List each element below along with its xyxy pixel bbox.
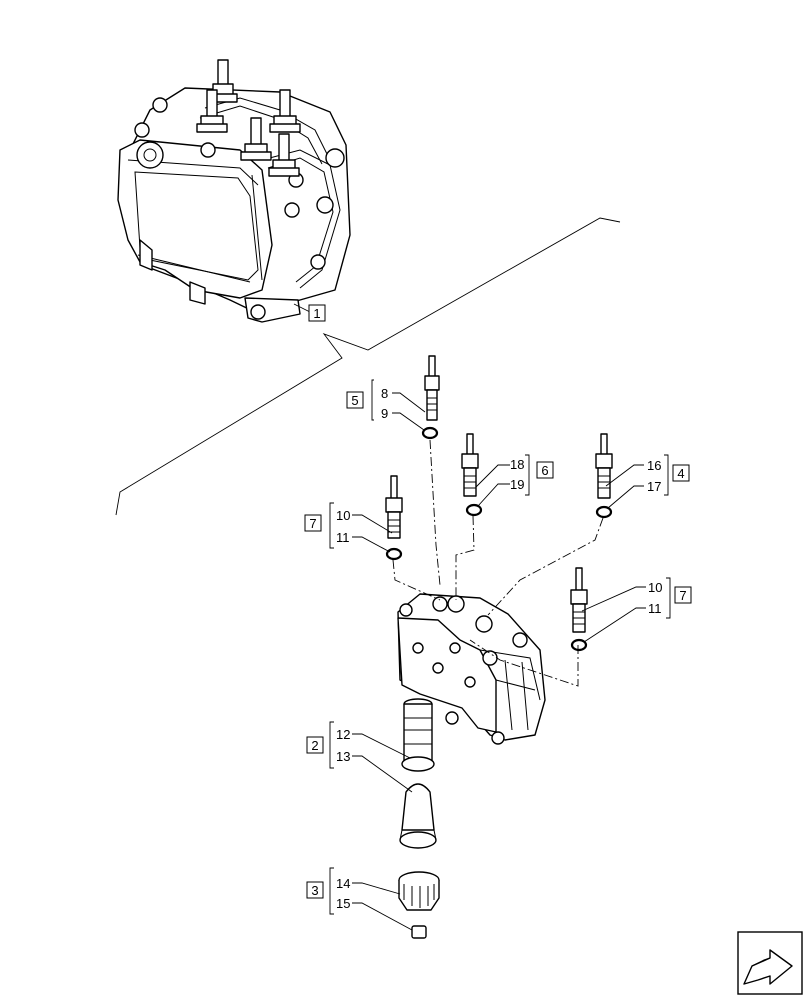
- item-label: 10: [336, 508, 350, 523]
- item-label: 19: [510, 477, 524, 492]
- group-box-label: 6: [541, 463, 548, 478]
- callout-group-2: 2 12 13: [306, 727, 350, 764]
- group-box-label: 2: [311, 738, 318, 753]
- item-label: 8: [381, 386, 388, 401]
- group-box-label: 7: [679, 588, 686, 603]
- section-break-line: [115, 217, 621, 516]
- item-label: 10: [648, 580, 662, 595]
- o-ring-9: [421, 426, 439, 440]
- item-label: 9: [381, 406, 388, 421]
- item-label: 16: [647, 458, 661, 473]
- item-label: 11: [336, 530, 350, 545]
- fitting-10-right: [570, 567, 588, 633]
- o-ring-17: [595, 505, 613, 519]
- item-label: 11: [648, 601, 662, 616]
- plug-15: [411, 925, 427, 939]
- item-label: 14: [336, 876, 350, 891]
- o-ring-11-left: [385, 547, 403, 561]
- fitting-18: [461, 433, 479, 497]
- item-label: 15: [336, 896, 350, 911]
- valve-section-drawing: [397, 593, 546, 745]
- callout-leaders: [293, 303, 671, 931]
- assembly-guide-lines: [392, 439, 604, 687]
- callout-group-7-left: 7 10 11: [304, 508, 350, 545]
- piston-13: [399, 783, 437, 849]
- item-label: 18: [510, 457, 524, 472]
- o-ring-19: [465, 503, 483, 517]
- item-label: 13: [336, 749, 350, 764]
- cap-14: [398, 871, 440, 911]
- callout-group-7-right: 7 10 11: [648, 580, 692, 616]
- callout-group-6: 6 18 19: [510, 457, 554, 492]
- callout-1: 1: [313, 306, 320, 321]
- callout-group-4: 4 16 17: [647, 458, 690, 494]
- valve-assembly-drawing: [117, 59, 351, 323]
- fitting-8: [424, 355, 440, 421]
- callout-group-5: 5 8 9: [346, 386, 388, 421]
- o-ring-11-right: [570, 638, 588, 652]
- group-box-label: 3: [311, 883, 318, 898]
- item-label: 12: [336, 727, 350, 742]
- group-box-label: 5: [351, 393, 358, 408]
- group-box-label: 7: [309, 516, 316, 531]
- group-box-label: 4: [677, 466, 684, 481]
- item-label: 17: [647, 479, 661, 494]
- callout-box-1: 1: [308, 304, 326, 322]
- callout-group-3: 3 14 15: [306, 876, 350, 911]
- spool-12: [401, 698, 435, 772]
- fitting-16: [595, 433, 613, 499]
- fitting-10-left: [385, 475, 403, 539]
- next-page-arrow-icon[interactable]: [737, 931, 803, 995]
